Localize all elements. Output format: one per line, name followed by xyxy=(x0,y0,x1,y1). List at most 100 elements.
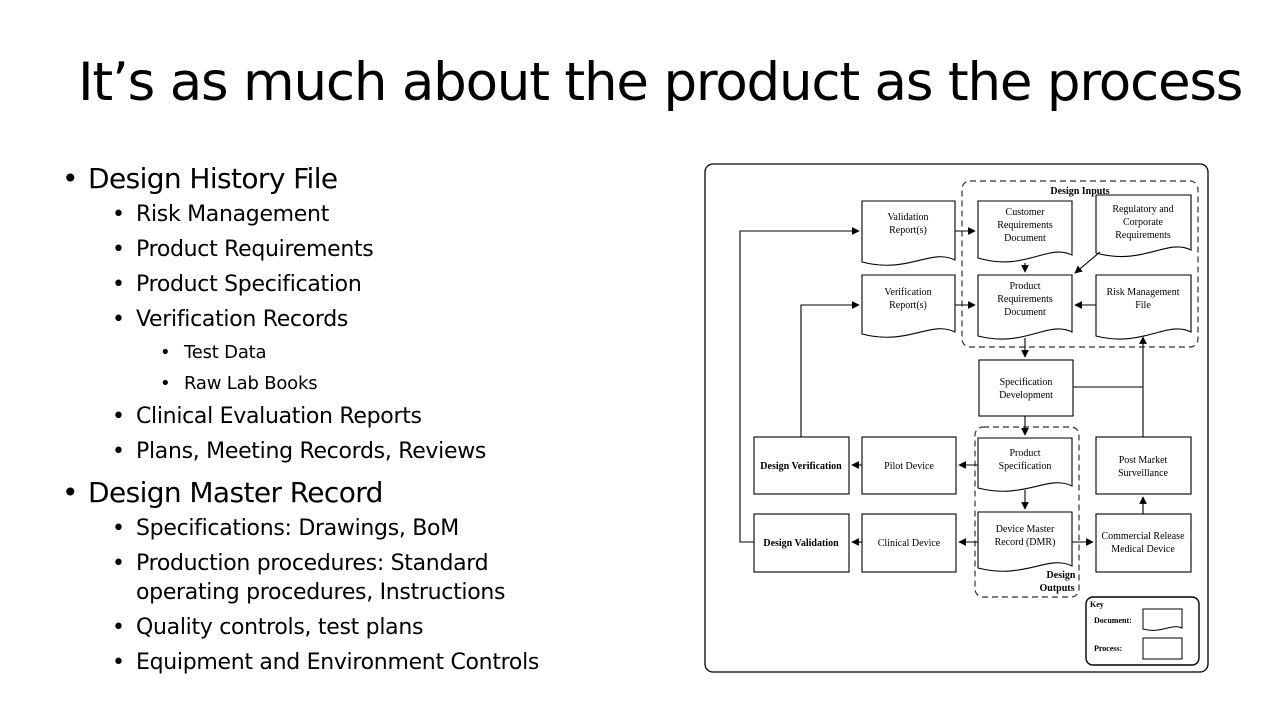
design-outputs-label-1: Design xyxy=(1047,570,1076,581)
bullet-text: Raw Lab Books xyxy=(184,373,318,394)
label-product-spec-2: Specification xyxy=(999,461,1052,472)
bullet-design-history-file: • Design History File xyxy=(62,161,682,197)
design-outputs-label-2: Outputs xyxy=(1039,583,1074,594)
slide-title: It’s as much about the product as the pr… xyxy=(78,52,1243,113)
proc-clinical-device xyxy=(861,513,957,573)
label-product-spec-1: Product xyxy=(1009,448,1040,459)
arrow-verification-loop xyxy=(800,301,860,437)
bullet-design-master-record: • Design Master Record xyxy=(62,475,682,511)
proc-pilot-device xyxy=(861,436,957,495)
label-post-market-1: Post Market xyxy=(1119,455,1168,466)
bullet-dot: • xyxy=(112,237,125,262)
bullet-dot: • xyxy=(112,551,125,576)
bullet-dot: • xyxy=(112,439,125,464)
doc-regulatory-requirements xyxy=(1095,194,1192,258)
bullet-specifications: • Specifications: Drawings, BoM xyxy=(62,511,682,546)
key-process-shape xyxy=(1142,637,1183,660)
key-document-shape xyxy=(1142,608,1183,631)
label-risk-1: Risk Management xyxy=(1106,287,1179,298)
key-title: Key xyxy=(1090,600,1104,609)
design-inputs-group xyxy=(961,180,1199,348)
label-customer-req-3: Document xyxy=(1004,233,1046,244)
label-commercial-1: Commercial Release xyxy=(1101,531,1185,542)
key-document-label: Document: xyxy=(1094,616,1132,625)
label-product-req-1: Product xyxy=(1009,281,1040,292)
bullet-text: Product Specification xyxy=(136,272,362,297)
label-spec-dev-2: Development xyxy=(999,390,1053,401)
design-process-diagram: Design Inputs Design Outputs xyxy=(704,163,1209,673)
label-regulatory-1: Regulatory and xyxy=(1112,204,1173,215)
doc-validation-report xyxy=(861,200,956,266)
doc-risk-management xyxy=(1095,274,1192,340)
bullet-text: Equipment and Environment Controls xyxy=(136,650,540,675)
bullet-equipment-controls: • Equipment and Environment Controls xyxy=(62,645,682,680)
bullet-verification-records: • Verification Records xyxy=(62,302,682,337)
design-outputs-group xyxy=(974,426,1080,598)
doc-device-master-record xyxy=(977,511,1073,572)
label-product-req-3: Document xyxy=(1004,307,1046,318)
label-regulatory-2: Corporate xyxy=(1123,217,1164,228)
label-post-market-2: Surveillance xyxy=(1118,468,1169,479)
label-dmr-2: Record (DMR) xyxy=(995,537,1056,548)
label-design-validation: Design Validation xyxy=(763,538,839,549)
label-validation-report-1: Validation xyxy=(887,212,928,223)
label-verification-report-1: Verification xyxy=(884,287,931,298)
doc-product-requirements xyxy=(977,274,1073,340)
proc-design-validation xyxy=(753,513,850,573)
bullet-dot: • xyxy=(112,650,125,675)
bullet-dot: • xyxy=(112,615,125,640)
label-regulatory-3: Requirements xyxy=(1115,230,1171,241)
label-commercial-2: Medical Device xyxy=(1111,544,1175,555)
bullet-dot: • xyxy=(160,373,171,394)
label-clinical-device: Clinical Device xyxy=(878,538,941,549)
bullet-text: Plans, Meeting Records, Reviews xyxy=(136,439,487,464)
bullet-product-requirements: •Product Requirements xyxy=(62,232,682,267)
proc-post-market xyxy=(1095,436,1192,495)
bullet-text: Clinical Evaluation Reports xyxy=(136,404,422,429)
bullet-text: Production procedures: Standard operatin… xyxy=(136,551,506,605)
bullet-text: Risk Management xyxy=(136,202,330,227)
label-customer-req-2: Requirements xyxy=(997,220,1053,231)
bullet-dot: • xyxy=(112,307,125,332)
doc-product-specification xyxy=(977,437,1073,492)
bullet-dot: • xyxy=(112,202,125,227)
bullet-text: Quality controls, test plans xyxy=(136,615,424,640)
label-customer-req-1: Customer xyxy=(1006,207,1046,218)
bullet-plans-meeting-records: • Plans, Meeting Records, Reviews xyxy=(62,434,682,469)
label-design-verification: Design Verification xyxy=(760,461,842,472)
doc-verification-report xyxy=(861,274,956,338)
proc-specification-development xyxy=(978,359,1074,417)
bullet-dot: • xyxy=(112,272,125,297)
bullet-text: Verification Records xyxy=(136,307,349,332)
bullet-text: Test Data xyxy=(184,342,267,363)
proc-commercial-release xyxy=(1095,513,1192,573)
arrow-regulatory-to-product-req xyxy=(1074,251,1101,274)
label-validation-report-2: Report(s) xyxy=(889,225,927,236)
bullet-list: •Design History File •Risk Management •P… xyxy=(62,155,682,680)
design-inputs-label: Design Inputs xyxy=(1050,186,1109,197)
arrow-validation-loop xyxy=(739,227,860,543)
bullet-product-specification: • Product Specification xyxy=(62,267,682,302)
bullet-raw-lab-books: • Raw Lab Books xyxy=(62,368,682,399)
doc-customer-requirements xyxy=(977,200,1073,263)
bullet-risk-management: • Risk Management xyxy=(62,197,682,232)
bullet-text: Specifications: Drawings, BoM xyxy=(136,516,459,541)
bullet-test-data: • Test Data xyxy=(62,337,682,368)
bullet-text: Design History File xyxy=(88,162,338,195)
bullet-dot: • xyxy=(160,342,171,363)
label-spec-dev-1: Specification xyxy=(1000,377,1053,388)
label-dmr-1: Device Master xyxy=(996,524,1055,535)
diagram-connectors xyxy=(739,227,1147,546)
label-pilot-device: Pilot Device xyxy=(884,461,934,472)
bullet-production-procedures: • Production procedures: Standard operati… xyxy=(62,546,682,610)
bullet-text: Design Master Record xyxy=(88,476,383,509)
label-verification-report-2: Report(s) xyxy=(889,300,927,311)
key-process-label: Process: xyxy=(1094,644,1122,653)
label-product-req-2: Requirements xyxy=(997,294,1053,305)
bullet-dot: • xyxy=(112,516,125,541)
bullet-dot: • xyxy=(62,162,79,195)
bullet-dot: • xyxy=(62,476,79,509)
bullet-quality-controls: • Quality controls, test plans xyxy=(62,610,682,645)
bullet-dot: • xyxy=(112,404,125,429)
label-risk-2: File xyxy=(1135,300,1151,311)
